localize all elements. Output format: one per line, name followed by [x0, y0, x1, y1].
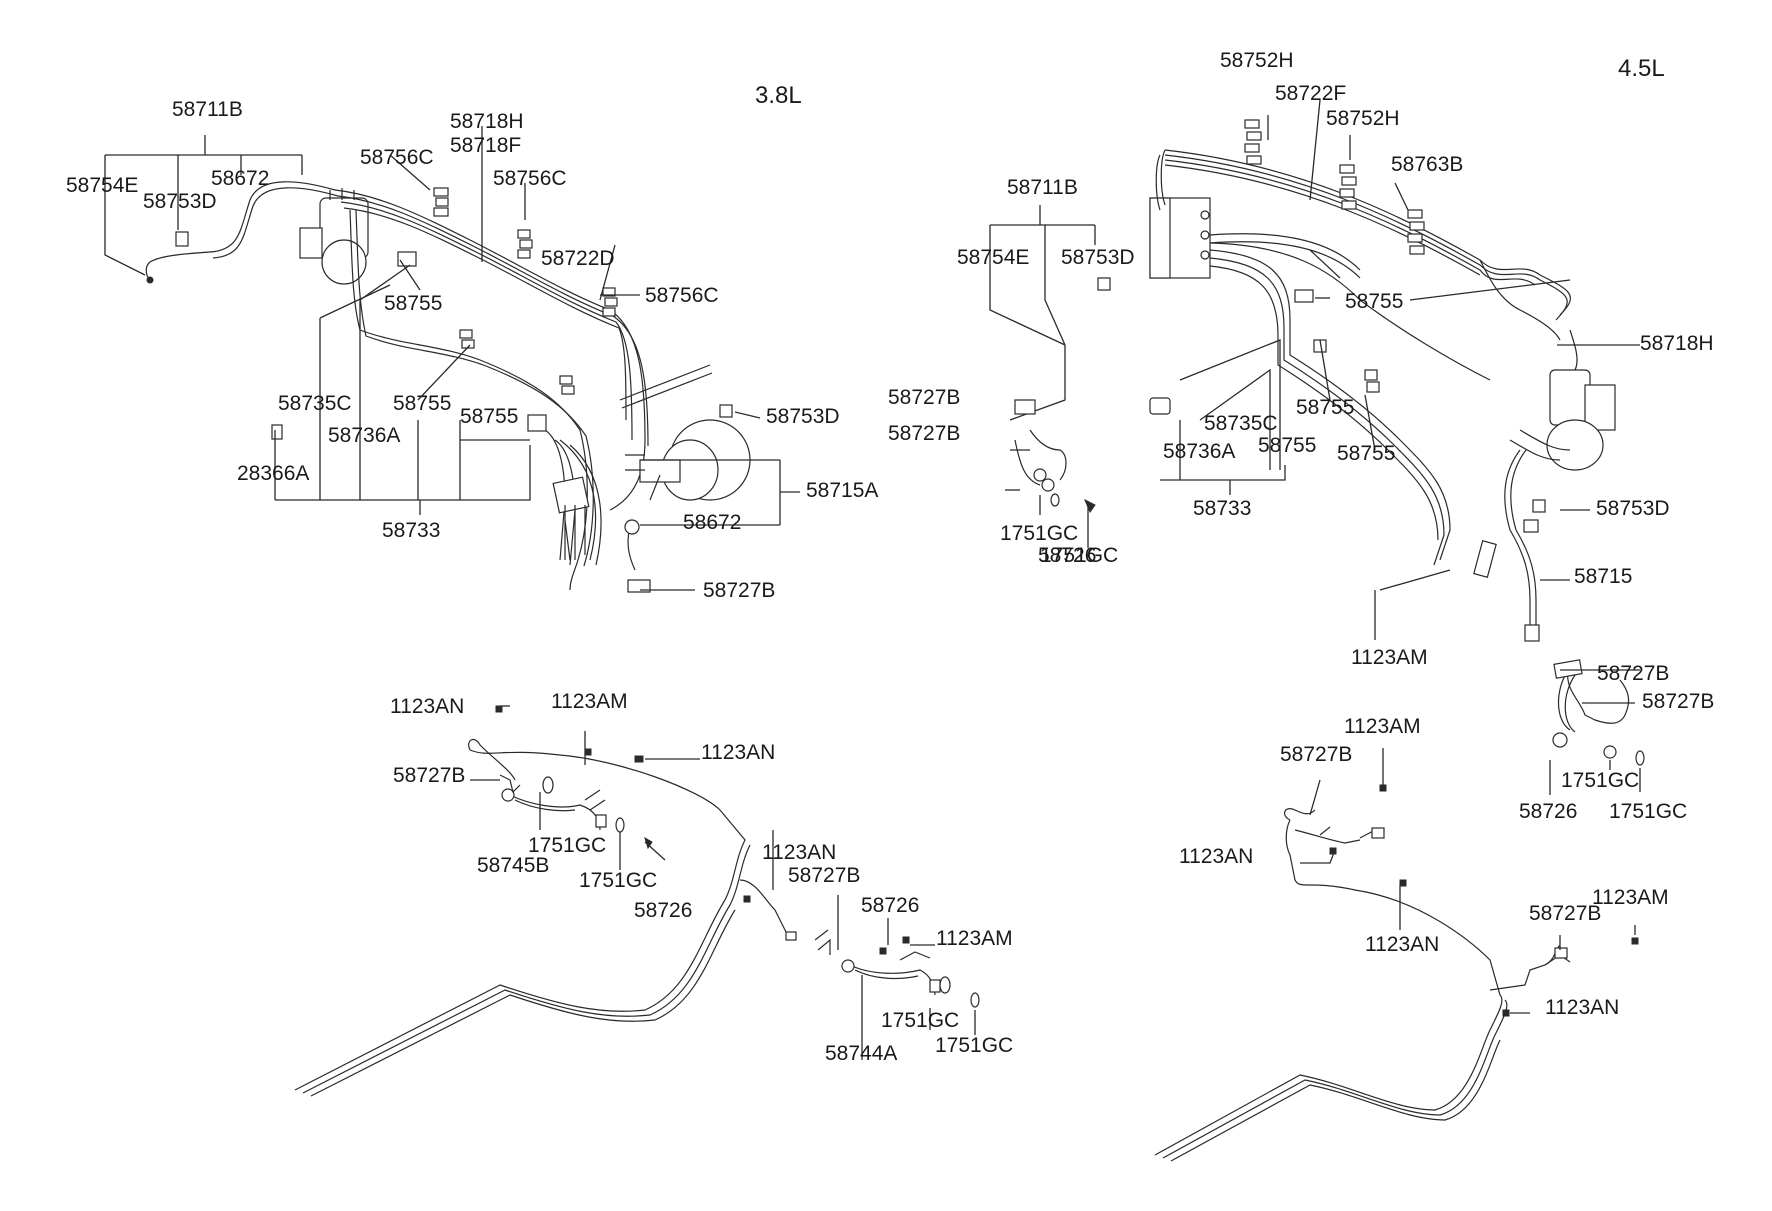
assembly-4-5l-upper: [989, 99, 1645, 795]
engine-label-4-5l: 4.5L: [1618, 55, 1665, 82]
part-number-label: 58711B: [172, 98, 243, 121]
part-number-label: 1123AM: [936, 927, 1013, 950]
part-number-label: 58745B: [477, 854, 549, 877]
assembly-lower-left: [294, 705, 980, 1097]
part-number-label: 58752H: [1220, 49, 1294, 72]
part-number-label: 58735C: [1204, 412, 1278, 435]
part-number-label: 58727B: [888, 422, 960, 445]
part-number-label: 58752H: [1326, 107, 1400, 130]
part-number-label: 58754E: [957, 246, 1029, 269]
part-number-label: 1123AM: [1344, 715, 1421, 738]
part-number-label: 58726: [1519, 800, 1577, 823]
part-number-label: 58727B: [1529, 902, 1601, 925]
part-number-label: 58753D: [766, 405, 840, 428]
part-number-label: 1123AN: [1545, 996, 1619, 1019]
part-number-label: 58727B: [788, 864, 860, 887]
abs-unit-right: [1509, 369, 1616, 471]
part-number-label: 1751GC: [881, 1009, 959, 1032]
part-number-label: 1751GC: [1040, 544, 1118, 567]
part-number-label: 58753D: [1061, 246, 1135, 269]
part-labels: 3.8L 4.5L 58711B58754E58753D5867258756C5…: [66, 49, 1714, 1065]
assembly-3-8l-upper: [104, 126, 800, 593]
part-number-label: 58718H: [1640, 332, 1714, 355]
part-number-label: 58727B: [393, 764, 465, 787]
part-number-label: 58736A: [1163, 440, 1235, 463]
part-number-label: 58711B: [1007, 176, 1078, 199]
part-number-label: 58756C: [360, 146, 434, 169]
clips-upper-left: [146, 187, 733, 440]
part-number-label: 28366A: [237, 462, 309, 485]
part-number-label: 58733: [382, 519, 440, 542]
part-number-label: 58727B: [888, 386, 960, 409]
part-number-label: 58727B: [1280, 743, 1352, 766]
part-number-label: 58755: [460, 405, 518, 428]
part-number-label: 1123AN: [390, 695, 464, 718]
part-number-label: 58753D: [1596, 497, 1670, 520]
clips-upper-right: [1097, 119, 1546, 578]
part-number-label: 1123AM: [551, 690, 628, 713]
part-number-label: 1751GC: [528, 834, 606, 857]
part-number-label: 58755: [1296, 396, 1354, 419]
part-number-label: 58755: [393, 392, 451, 415]
part-number-label: 58755: [1337, 442, 1395, 465]
part-number-label: 58715A: [806, 479, 878, 502]
assembly-lower-right: [1154, 748, 1639, 1162]
part-number-label: 58727B: [1597, 662, 1669, 685]
part-number-label: 1751GC: [1000, 522, 1078, 545]
part-number-label: 58736A: [328, 424, 400, 447]
part-number-label: 58756C: [493, 167, 567, 190]
part-number-label: 58755: [1345, 290, 1403, 313]
part-number-label: 1123AN: [1365, 933, 1439, 956]
part-number-label: 58756C: [645, 284, 719, 307]
part-number-label: 58735C: [278, 392, 352, 415]
part-number-label: 58726: [861, 894, 919, 917]
distribution-block: [1149, 197, 1211, 279]
part-number-label: 58722F: [1275, 82, 1346, 105]
part-number-label: 58727B: [703, 579, 775, 602]
part-number-label: 58715: [1574, 565, 1632, 588]
part-number-label: 58755: [384, 292, 442, 315]
part-number-label: 1751GC: [579, 869, 657, 892]
part-number-label: 58755: [1258, 434, 1316, 457]
part-number-label: 1123AM: [1351, 646, 1428, 669]
abs-modulator: [299, 188, 369, 285]
part-number-label: 58763B: [1391, 153, 1463, 176]
part-number-label: 58733: [1193, 497, 1251, 520]
part-number-label: 58718H: [450, 110, 524, 133]
part-number-label: 58726: [634, 899, 692, 922]
part-number-label: 58718F: [450, 134, 521, 157]
part-number-label: 58722D: [541, 247, 615, 270]
part-number-label: 58754E: [66, 174, 138, 197]
part-number-label: 1751GC: [935, 1034, 1013, 1057]
part-number-label: 58727B: [1642, 690, 1714, 713]
part-number-label: 1123AN: [1179, 845, 1253, 868]
part-number-label: 1123AM: [1592, 886, 1669, 909]
engine-label-3-8l: 3.8L: [755, 82, 802, 109]
part-number-label: 58753D: [143, 190, 217, 213]
part-number-label: 1123AN: [701, 741, 775, 764]
part-number-label: 58726: [1038, 544, 1096, 567]
part-number-label: 1123AN: [762, 841, 836, 864]
part-number-label: 58744A: [825, 1042, 897, 1065]
part-number-label: 58672: [683, 511, 741, 534]
part-number-label: 58672: [211, 167, 269, 190]
part-number-label: 1751GC: [1609, 800, 1687, 823]
part-number-label: 1751GC: [1561, 769, 1639, 792]
